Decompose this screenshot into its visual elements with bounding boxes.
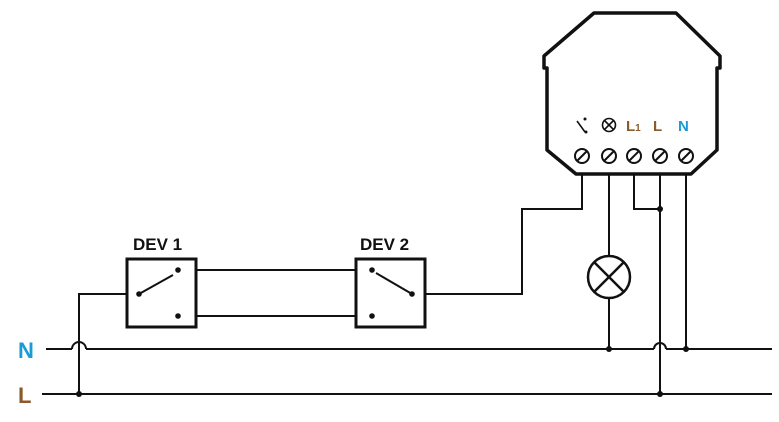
- terminal-screw-l: [652, 148, 668, 164]
- junction-dot: [657, 206, 663, 212]
- terminal-screw-l1: [626, 148, 642, 164]
- relay-module: L1 L N: [542, 11, 722, 176]
- junction-dot: [606, 346, 612, 352]
- device-2: DEV 2: [354, 235, 427, 329]
- live-label: L: [18, 383, 31, 408]
- neutral-rail: [46, 341, 772, 350]
- terminal-l1-label: L1: [626, 118, 641, 135]
- dev1-contact-upper: [175, 267, 181, 273]
- dev2-label: DEV 2: [360, 235, 409, 254]
- wire-dev2-to-module: [412, 158, 583, 295]
- terminal-l1-text: L: [626, 118, 635, 135]
- dev2-contact-lower: [369, 313, 375, 319]
- dev1-contact-lower: [175, 313, 181, 319]
- switch-input-icon: [576, 117, 588, 134]
- terminal-l-label: L: [653, 118, 662, 135]
- device-1: DEV 1: [125, 235, 198, 329]
- junction-dot: [76, 391, 82, 397]
- lamp-output-icon: [601, 117, 617, 133]
- terminal-screw-switch: [574, 148, 590, 164]
- terminal-screw-output: [601, 148, 617, 164]
- dev2-contact-upper: [369, 267, 375, 273]
- module-housing: [542, 11, 722, 176]
- terminal-n-label: N: [678, 118, 689, 135]
- wire-live-to-dev1: [78, 293, 138, 394]
- lamp-icon: [586, 254, 632, 300]
- neutral-label: N: [18, 338, 34, 363]
- junction-dot: [683, 346, 689, 352]
- terminal-l1-subscript: 1: [635, 123, 641, 134]
- dev1-label: DEV 1: [133, 235, 182, 254]
- dev2-switch-box: [354, 257, 427, 329]
- dev2-switch-blade: [375, 272, 413, 295]
- dev1-switch-blade: [138, 274, 174, 295]
- junction-dot: [657, 391, 663, 397]
- terminal-screw-n: [678, 148, 694, 164]
